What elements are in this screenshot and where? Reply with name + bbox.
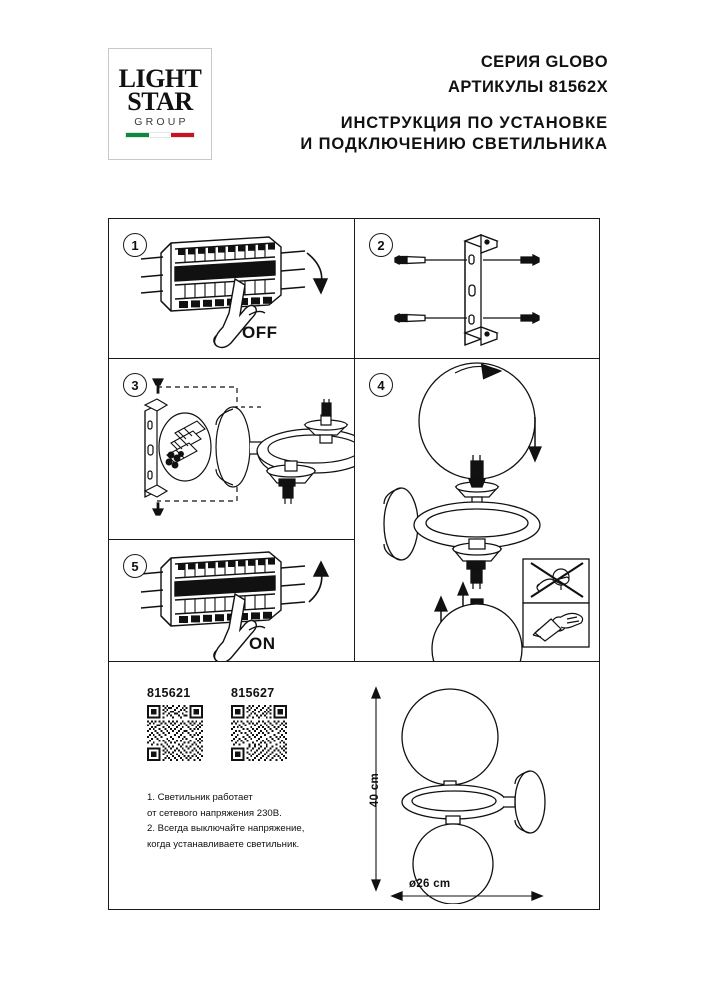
document-title-line2: И ПОДКЛЮЧЕНИЮ СВЕТИЛЬНИКА — [300, 135, 608, 154]
diameter-dimension-label: ø26 cm — [409, 878, 451, 890]
step-5-label: ON — [249, 634, 276, 653]
warning-icons-box — [522, 558, 590, 648]
step-4-illustration — [383, 362, 542, 661]
step-2-illustration — [394, 234, 540, 346]
logo-line-group: GROUP — [134, 116, 189, 129]
italian-flag-icon — [125, 132, 195, 139]
product-codes: 815621 815627 — [147, 686, 291, 761]
divider-vertical-top — [354, 219, 356, 661]
product-code-label: 815621 — [147, 686, 191, 700]
divider-row3 — [109, 661, 599, 663]
step-2-number: 2 — [369, 233, 393, 257]
note-line: 2. Всегда выключайте напряжение, — [147, 823, 305, 835]
step-5-panel: 5 — [109, 540, 354, 661]
divider-row1-right — [354, 358, 599, 360]
step-1-illustration — [140, 236, 329, 349]
document-header: LIGHT STAR GROUP СЕРИЯ GLOBO АРТИКУЛЫ 81… — [108, 48, 608, 176]
document-title-line1: ИНСТРУКЦИЯ ПО УСТАНОВКЕ — [340, 113, 608, 132]
qr-code-815621[interactable] — [147, 705, 203, 761]
step-5-number: 5 — [123, 554, 147, 578]
series-name: СЕРИЯ GLOBO — [480, 53, 608, 71]
safety-notes: 1. Светильник работает от сетевого напря… — [147, 790, 362, 852]
article-number: АРТИКУЛЫ 81562X — [448, 77, 608, 96]
no-bare-hand-warning-icon — [530, 562, 584, 598]
height-dimension-label: 40 cm — [369, 772, 381, 808]
step-2-panel: 2 — [355, 219, 599, 358]
dimension-drawing — [371, 686, 546, 904]
qr-code-815627[interactable] — [231, 705, 287, 761]
steps-frame: 1 — [108, 218, 600, 910]
divider-row2 — [109, 539, 354, 541]
step-1-label: OFF — [242, 323, 278, 342]
header-text-block: СЕРИЯ GLOBO АРТИКУЛЫ 81562X ИНСТРУКЦИЯ П… — [252, 48, 608, 156]
step-1-panel: 1 — [109, 219, 354, 358]
product-code-label: 815627 — [231, 686, 275, 700]
divider-row1 — [109, 358, 354, 360]
step-1-number: 1 — [123, 233, 147, 257]
step-3-illustration — [143, 378, 354, 516]
product-code-item: 815627 — [231, 686, 291, 761]
product-code-item: 815621 — [147, 686, 207, 761]
note-line: 1. Светильник работает — [147, 792, 253, 803]
logo-line-light: LIGHT — [118, 63, 202, 93]
step-4-number: 4 — [369, 373, 393, 397]
step-5-illustration — [140, 551, 330, 661]
brand-logo: LIGHT STAR GROUP — [108, 48, 212, 160]
step-3-panel: 3 — [109, 359, 354, 539]
footer-panel: 815621 815627 — [109, 662, 599, 909]
step-3-number: 3 — [123, 373, 147, 397]
step-4-panel: 4 — [355, 359, 599, 661]
note-line: от сетевого напряжения 230В. — [147, 807, 282, 819]
use-cloth-icon — [532, 612, 584, 642]
note-line: когда устанавливаете светильник. — [147, 838, 300, 850]
logo-line-star: STAR — [127, 86, 193, 116]
